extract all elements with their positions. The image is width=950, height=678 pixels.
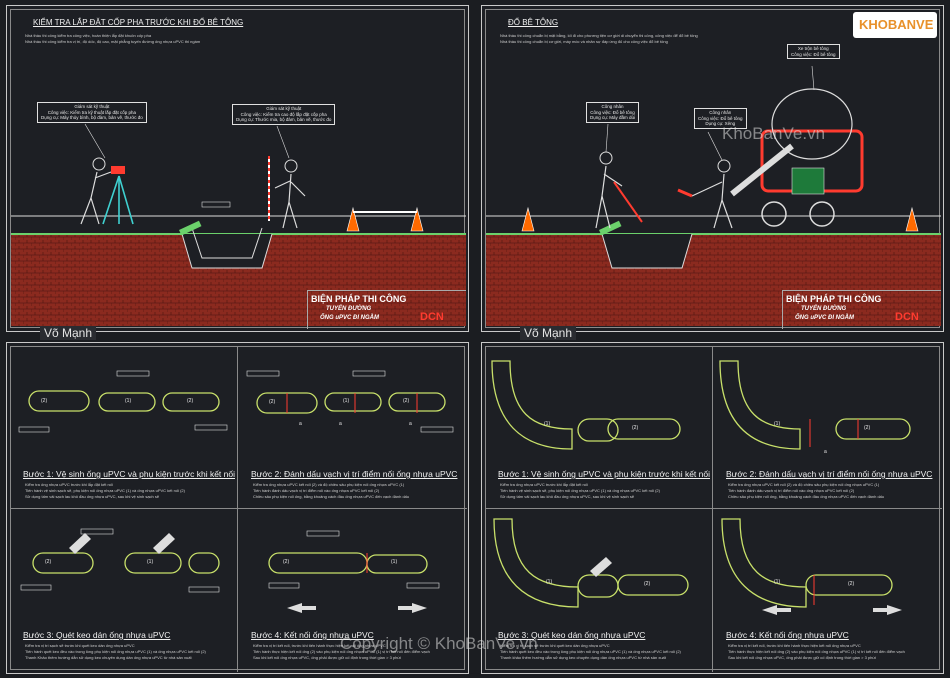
sheet-note: Nhà thầu thi công kiểm tra công việc, ho… xyxy=(25,33,152,38)
step-line: Kiểm tra ống nhựa uPVC trước khi lắp đặt… xyxy=(500,482,588,487)
pipe-steps-left xyxy=(18,370,454,613)
pouring-scene xyxy=(486,65,941,326)
callout-supervisor-level: Giám sát kỹ thuật Công việc: Kiểm tra kỹ… xyxy=(37,102,147,123)
step-line: Kiểm tra ống nhựa uPVC trước khi lắp đặt… xyxy=(25,482,113,487)
tb-mark: DCN xyxy=(895,311,919,323)
sheet-note: Nhà thầu thi công chuẩn bị cơ giới, máy … xyxy=(500,39,668,44)
logo-text: KHOBANVE xyxy=(859,17,934,32)
author-tag-left: Võ Mạnh xyxy=(40,326,97,340)
callout-mixer-truck: Xe trộn bê tông Công việc: Đổ bê tông xyxy=(787,44,840,59)
label-pipe2: (2) xyxy=(864,425,871,431)
label-pipe1: (1) xyxy=(544,421,551,427)
label-pipe2: (2) xyxy=(187,398,194,404)
sheet-note: Nhà thầu thi công kiểm tra vị trí, độ dố… xyxy=(25,39,201,44)
step-title: Bước 4: Kết nối ống nhựa uPVC xyxy=(251,630,374,640)
step-title: Bước 1: Vệ sinh ống uPVC và phụ kiện trư… xyxy=(498,469,710,479)
tb-mark: DCN xyxy=(420,311,444,323)
step-line: Kiểm tra ống nhựa uPVC kết nối (2) và độ… xyxy=(728,482,880,487)
step-line: Tiến hành đánh dấu vạch vị trí điểm nối … xyxy=(253,488,380,493)
pipe-steps-right xyxy=(491,360,911,615)
label-pipe1: (1) xyxy=(125,398,132,404)
step-line: Tiến hành vệ sinh sạch sẽ, phụ kiện nối … xyxy=(500,488,660,493)
tb-sub1: TUYẾN ĐƯỜNG xyxy=(326,306,372,312)
step-line: Kiểm tra vị trí kết nối, trước khi tiến … xyxy=(253,643,386,648)
step-line: Tiến hành đánh dấu vạch vị trí điểm nối … xyxy=(728,488,855,493)
tb-main: BIỆN PHÁP THI CÔNG xyxy=(311,294,407,304)
step-line: Sử dụng tấm vải sạch lau khô đầu ống nhự… xyxy=(500,494,635,499)
step-line: Kiểm tra vị trí sạch sẽ trước khi quét k… xyxy=(500,643,610,648)
label-pipe1: (1) xyxy=(774,579,781,585)
label-dim: a xyxy=(824,449,827,455)
label-pipe2: (2) xyxy=(403,398,410,404)
sheet-pipe-joining-straight: (2) (1) (2) (2) (1) (2) a a a (2) (1) (2… xyxy=(6,342,469,674)
step-line: Sau khi kết nối ống nhựa uPVC, ống phải … xyxy=(253,655,401,660)
step-line: Sử dụng tấm vải sạch lau khô đầu ống nhự… xyxy=(25,494,160,499)
step-title: Bước 2: Đánh dấu vạch vị trí điểm nối ốn… xyxy=(726,469,933,479)
label-dim: a xyxy=(409,421,412,427)
label-pipe1: (1) xyxy=(147,559,154,565)
sheet-formwork-inspection: KIỂM TRA LẮP ĐẶT CỐP PHA TRƯỚC KHI ĐỔ BÊ… xyxy=(6,5,469,332)
author-tag-right: Võ Mạnh xyxy=(520,326,577,340)
label-pipe1: (1) xyxy=(546,579,553,585)
watermark-copyright: Copyright © KhoBanVe.vn xyxy=(340,634,538,653)
tb-sub2: ỐNG uPVC ĐI NGẦM xyxy=(320,315,380,321)
label-pipe2: (2) xyxy=(269,399,276,405)
step-title: Bước 3: Quét keo dán ống nhựa uPVC xyxy=(498,630,646,640)
step-line: Chiều sâu phụ kiện nối ống, bằng khoảng … xyxy=(253,494,410,499)
callout-supervisor-staff: Giám sát kỹ thuật Công việc: Kiểm tra ca… xyxy=(232,104,336,125)
step-line: Tiến hành thực hiện kết nối ống (2) vào … xyxy=(253,649,430,654)
tb-main: BIỆN PHÁP THI CÔNG xyxy=(786,294,882,304)
sheet-note: Nhà thầu thi công chuẩn bị mặt bằng, lối… xyxy=(500,33,698,38)
step-title: Bước 4: Kết nối ống nhựa uPVC xyxy=(726,630,849,640)
watermark-site: KhoBanVe.vn xyxy=(722,124,826,143)
step-title: Bước 3: Quét keo dán ống nhựa uPVC xyxy=(23,630,171,640)
title-block: BIỆN PHÁP THI CÔNG TUYẾN ĐƯỜNG ỐNG uPVC … xyxy=(782,290,941,329)
step-title: Bước 1: Vệ sinh ống uPVC và phụ kiện trư… xyxy=(23,469,235,479)
step-line: Chiều sâu phụ kiện nối ống, bằng khoảng … xyxy=(728,494,885,499)
tb-sub1: TUYẾN ĐƯỜNG xyxy=(801,306,847,312)
sheet-title: ĐỔ BÊ TÔNG xyxy=(508,18,559,27)
callout-worker-vibrator: Công nhân Công việc: Đổ bê tông Dụng cụ:… xyxy=(586,102,640,123)
step-line: Kiểm tra vị trí sạch sẽ trước khi quét k… xyxy=(25,643,135,648)
callout-worker-shovel: Công nhân Công việc: Đổ bê tông Dụng cụ:… xyxy=(694,108,747,129)
step-line: Thanh Khảo thêm hướng dẫn sử dụng keo ch… xyxy=(25,655,192,660)
sheet-title: KIỂM TRA LẮP ĐẶT CỐP PHA TRƯỚC KHI ĐỔ BÊ… xyxy=(33,18,244,27)
step-line: Tiến hành thực hiện kết nối ống (2) vào … xyxy=(728,649,905,654)
label-pipe2: (2) xyxy=(41,398,48,404)
tb-sub2: ỐNG uPVC ĐI NGẦM xyxy=(795,315,855,321)
label-pipe1: (1) xyxy=(391,559,398,565)
step-line: Sau khi kết nối ống nhựa uPVC, ống phải … xyxy=(728,655,876,660)
step-line: Tiến hành vệ sinh sạch sẽ, phụ kiện nối … xyxy=(25,488,185,493)
step-line: Kiểm tra ống nhựa uPVC kết nối (2) và độ… xyxy=(253,482,405,487)
label-pipe1: (1) xyxy=(774,421,781,427)
label-pipe2: (2) xyxy=(45,559,52,565)
label-pipe2: (2) xyxy=(283,559,290,565)
step-line: Tiến hành quét keo đều vào trong lòng ph… xyxy=(25,649,206,654)
sheet-pipe-joining-elbow: (1) (2) (1) (2) a (1) (2) (1) (2) Bước 1… xyxy=(481,342,944,674)
label-dim: a xyxy=(339,421,342,427)
sheet-concrete-pouring: ĐỔ BÊ TÔNG Nhà thầu thi công chuẩn bị mặ… xyxy=(481,5,944,332)
step-title: Bước 2: Đánh dấu vạch vị trí điểm nối ốn… xyxy=(251,469,458,479)
title-block: BIỆN PHÁP THI CÔNG TUYẾN ĐƯỜNG ỐNG uPVC … xyxy=(307,290,466,329)
step-line: Thanh khảo thêm hướng dẫn sử dụng keo ch… xyxy=(500,655,666,660)
label-pipe2: (2) xyxy=(632,425,639,431)
label-pipe2: (2) xyxy=(848,581,855,587)
khobanve-logo: KHOBANVE xyxy=(853,12,937,38)
formwork-scene xyxy=(11,123,466,326)
label-dim: a xyxy=(299,421,302,427)
label-pipe2: (2) xyxy=(644,581,651,587)
step-line: Kiểm tra vị trí kết nối, trước khi tiến … xyxy=(728,643,861,648)
step-line: Tiến hành quét keo đều vào trong lòng ph… xyxy=(500,649,681,654)
label-pipe1: (1) xyxy=(343,398,350,404)
